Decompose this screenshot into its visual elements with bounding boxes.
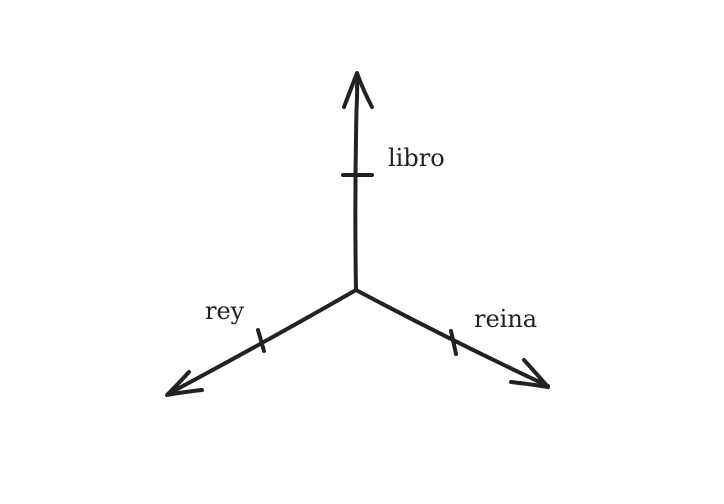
axis-label-reina: reina <box>474 305 538 333</box>
axis-rey-arrowhead <box>165 370 204 397</box>
axis-libro <box>341 71 374 292</box>
axis-reina-tick <box>449 329 458 356</box>
axis-rey-tick <box>256 328 266 353</box>
axis-libro-line <box>353 75 360 292</box>
axis-libro-arrowhead <box>342 71 374 109</box>
axis-reina <box>354 288 550 389</box>
axis-rey <box>165 288 358 397</box>
axis-reina-arrowhead <box>509 358 550 389</box>
axis-label-rey: rey <box>205 297 245 325</box>
axis-label-libro: libro <box>388 144 445 172</box>
